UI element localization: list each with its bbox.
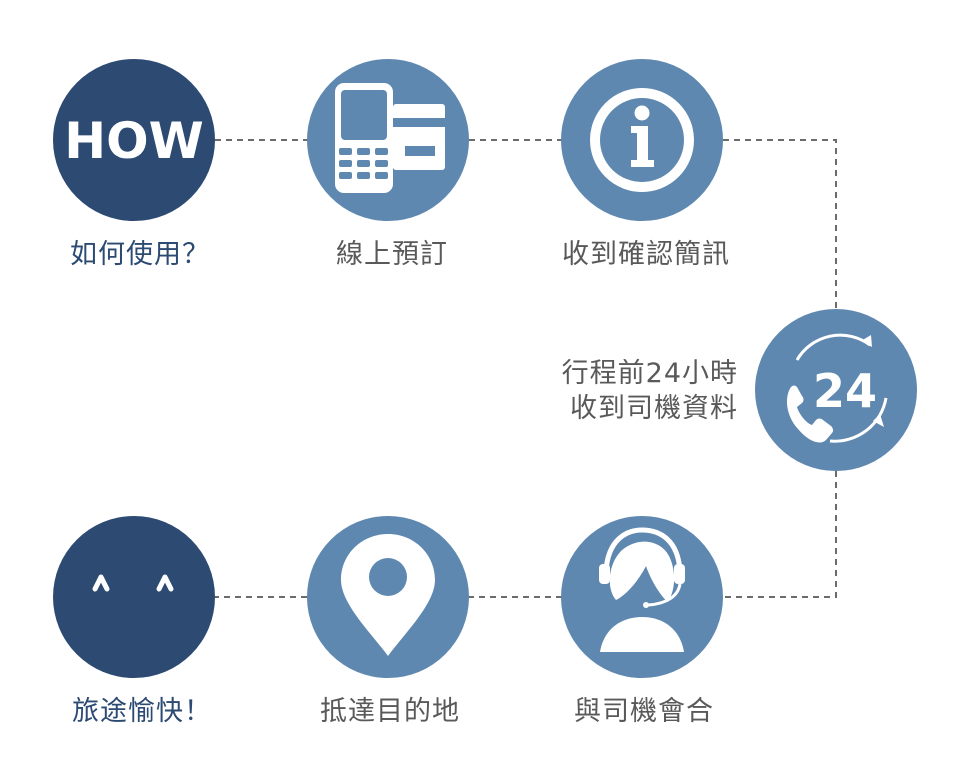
- step-driver-info-circle: [755, 309, 917, 471]
- step-confirm-label: 收到確認簡訊: [562, 239, 730, 270]
- step-confirm-node: [561, 59, 723, 221]
- step-arrive-label: 抵達目的地: [320, 696, 460, 727]
- step-meet-label: 與司機會合: [574, 696, 714, 727]
- customer-service-agent-icon: [599, 527, 685, 652]
- step-enjoy-label: 旅途愉快！: [72, 696, 212, 727]
- step-meet-node: [561, 516, 723, 678]
- connector-24h-to-meet: [723, 471, 837, 598]
- step-how-label: 如何使用？: [70, 239, 210, 270]
- step-driver-info-node: 24: [755, 309, 917, 471]
- step-how-circle: [53, 59, 215, 221]
- step-arrive-node: [307, 516, 469, 678]
- step-meet-circle: [561, 516, 723, 678]
- step-driver-info-label-line-1: 行程前24小時: [561, 358, 738, 389]
- hours-24-text: 24: [813, 364, 877, 418]
- phone-24-hour-icon: 24: [786, 333, 888, 443]
- info-icon: [590, 88, 694, 192]
- phone-and-card-icon: [335, 83, 445, 193]
- step-book-label: 線上預訂: [336, 239, 448, 270]
- step-enjoy-circle: [53, 516, 215, 678]
- connector-confirm-to-24h: [723, 139, 837, 309]
- step-driver-info-label: 行程前24小時 收到司機資料: [500, 356, 738, 426]
- how-badge-text: HOW: [64, 112, 204, 170]
- step-how-node: HOW: [53, 59, 215, 221]
- step-enjoy-node: [53, 516, 215, 678]
- step-driver-info-label-line-2: 收到司機資料: [570, 393, 738, 424]
- connector-lines: [215, 139, 837, 598]
- location-pin-icon: [341, 534, 435, 656]
- step-book-node: [307, 59, 469, 221]
- happy-face-icon: [92, 574, 174, 592]
